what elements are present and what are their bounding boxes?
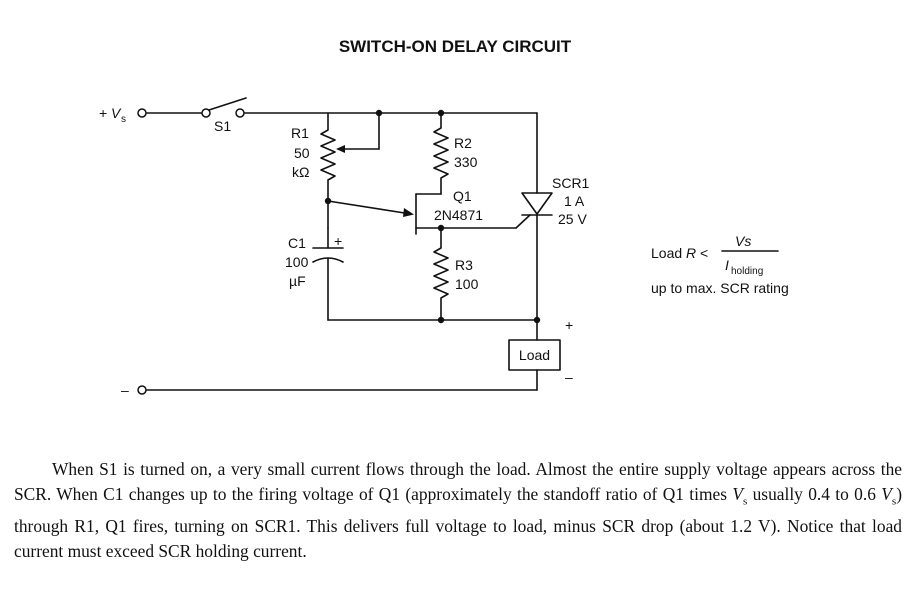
capacitor-c1: + C1 100 µF [285,227,344,321]
resistor-r3: R3 100 [433,227,479,321]
vs-subscript: s [121,114,126,125]
r1-value: 50 [294,145,310,161]
caption-text: When S1 is turned on, a very small curre… [14,459,902,562]
r2-value: 330 [454,154,478,170]
formula-denominator-sub: holding [731,266,763,277]
s1-label: S1 [214,118,231,134]
vs-label: V [111,105,122,121]
resistor-r1: R1 50 kΩ [291,112,380,229]
load-box: Load + – [508,317,573,391]
scr1: SCR1 1 A 25 V [521,112,590,341]
r3-value: 100 [455,276,479,292]
resistor-r2: R2 330 [433,112,478,195]
load-formula: Load R < Vs I holding up to max. SCR rat… [651,233,789,296]
r3-name: R3 [455,257,473,273]
supply-input: + V s [99,105,203,125]
vs-terminal [137,108,147,118]
ground-minus-sign: – [121,382,129,398]
diagram-title: SWITCH-ON DELAY CIRCUIT [339,37,572,56]
formula-note: up to max. SCR rating [651,280,789,296]
r1-unit: kΩ [292,164,309,180]
scr-name: SCR1 [552,175,590,191]
load-minus-sign: – [565,369,573,385]
load-label: Load [519,347,550,363]
r1-name: R1 [291,125,309,141]
scr-voltage-rating: 25 V [558,211,587,227]
ground-rail: – [121,382,538,398]
q1-name: Q1 [453,188,472,204]
c1-plus-sign: + [334,233,342,249]
c1-name: C1 [288,235,306,251]
load-plus-sign: + [565,317,573,333]
c1-value: 100 [285,254,309,270]
q1-part-number: 2N4871 [434,207,483,223]
formula-numerator: Vs [735,233,751,249]
scr-current-rating: 1 A [564,193,585,209]
svg-text:Load R <: Load R < [651,245,708,261]
r2-name: R2 [454,135,472,151]
switch-s1: S1 [201,97,247,134]
transistor-q1: Q1 2N4871 [327,188,483,235]
c1-unit: µF [289,273,306,289]
formula-denominator: I [725,257,729,273]
vs-plus-sign: + [99,105,107,121]
